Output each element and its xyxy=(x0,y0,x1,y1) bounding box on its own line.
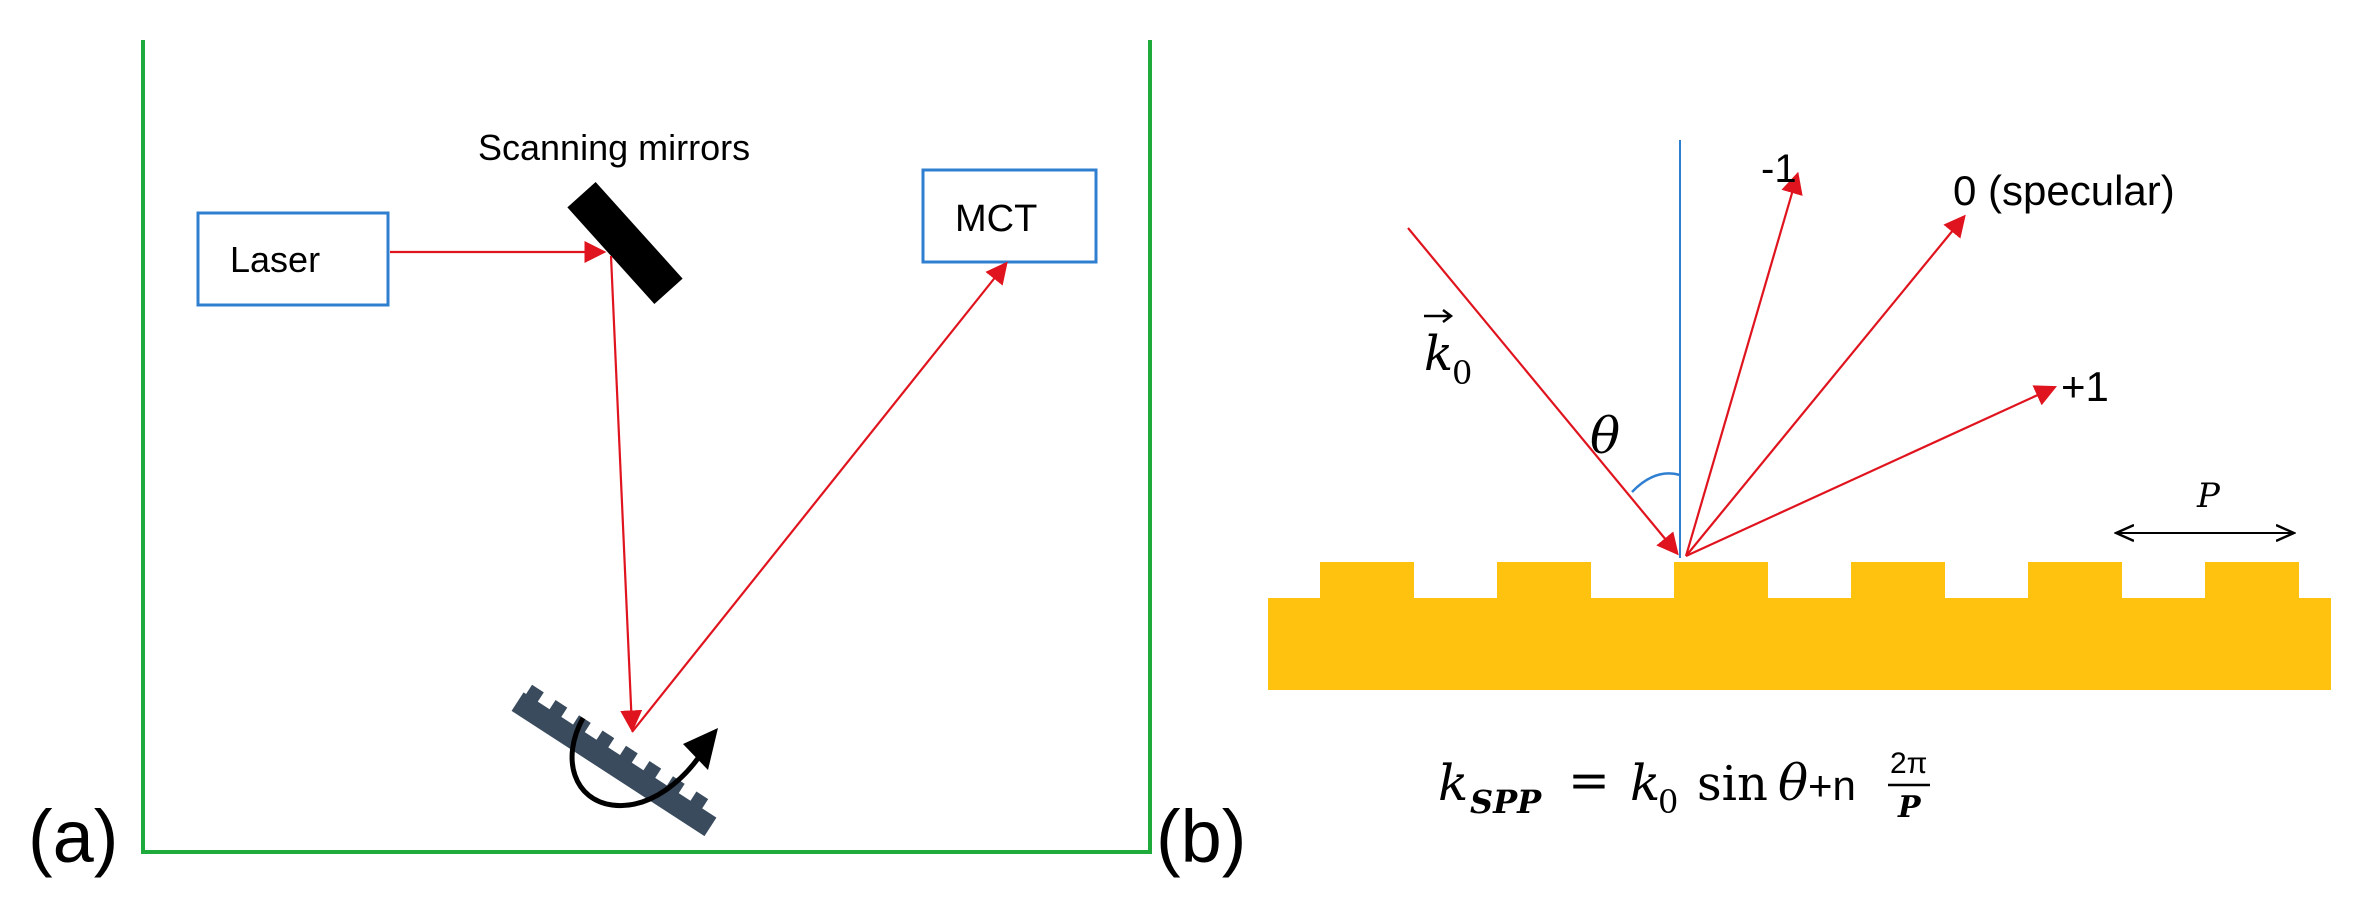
beam-sample-to-mct xyxy=(631,261,1008,733)
eq-rhs-k: k xyxy=(1630,754,1660,812)
enclosure-outline xyxy=(141,40,1152,854)
laser-box: Laser xyxy=(196,211,390,307)
mct-label: MCT xyxy=(955,198,1037,240)
spp-equation: k SPP = k 0 sin θ +n 2π P xyxy=(1438,747,1930,825)
vector-arrow-icon xyxy=(1424,309,1454,323)
wavevector-symbol: k xyxy=(1424,326,1453,382)
angle-arc xyxy=(1631,472,1681,493)
scanning-mirrors-label: Scanning mirrors xyxy=(478,127,750,168)
mct-detector-box: MCT xyxy=(921,168,1098,264)
order-minus1-beam xyxy=(1684,171,1803,557)
incident-wavevector-label: k 0 xyxy=(1424,309,1472,392)
angle-label: θ xyxy=(1590,407,1620,465)
scanning-mirror xyxy=(567,181,683,305)
beam-mirror-to-sample xyxy=(609,255,643,733)
eq-plus-n: +n xyxy=(1808,762,1856,809)
eq-frac-denominator: P xyxy=(1897,790,1922,825)
panel-a: Laser MCT Scanning mirrors xyxy=(28,40,1152,878)
metal-grating xyxy=(1268,562,2331,690)
eq-equals: = xyxy=(1568,751,1610,809)
eq-sin: sin xyxy=(1697,756,1768,812)
eq-rhs-sub: 0 xyxy=(1658,783,1678,821)
eq-lhs-k: k xyxy=(1438,754,1468,812)
laser-label: Laser xyxy=(230,239,320,280)
order-0-label: 0 (specular) xyxy=(1953,167,2175,214)
wavevector-subscript: 0 xyxy=(1452,354,1472,392)
panel-a-label: (a) xyxy=(28,795,118,878)
eq-frac-numerator: 2π xyxy=(1890,747,1927,780)
order-plus1-beam xyxy=(1685,385,2058,558)
order-0-beam xyxy=(1685,214,1966,557)
order-plus1-label: +1 xyxy=(2061,363,2109,410)
order-minus1-label: -1 xyxy=(1761,147,1797,191)
eq-lhs-sub: SPP xyxy=(1470,783,1542,821)
rotation-arrow-icon xyxy=(569,716,718,809)
panel-b: (b) P -1 0 (specular) +1 k xyxy=(1156,140,2331,878)
incident-beam xyxy=(1407,227,1679,556)
rotating-grating-sample xyxy=(511,684,717,837)
period-label: P xyxy=(2196,476,2221,516)
panel-b-label: (b) xyxy=(1156,795,1246,878)
eq-theta: θ xyxy=(1778,754,1808,812)
